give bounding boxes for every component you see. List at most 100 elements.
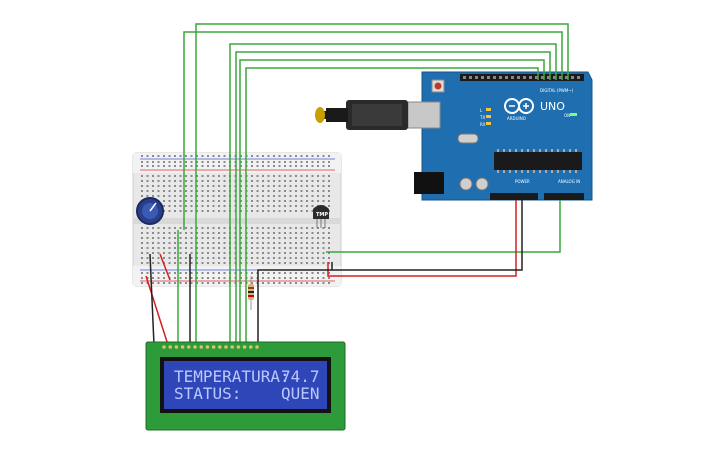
breadboard-hole <box>284 272 286 274</box>
chip-pin <box>575 149 577 152</box>
breadboard-hole <box>174 252 176 254</box>
breadboard-hole <box>295 180 297 182</box>
breadboard-hole <box>152 232 154 234</box>
chip-pin <box>563 149 565 152</box>
breadboard-hole <box>196 205 198 207</box>
breadboard-hole <box>179 237 182 239</box>
breadboard-hole <box>190 210 193 212</box>
breadboard-hole <box>163 185 165 187</box>
breadboard-hole <box>218 252 220 254</box>
breadboard-hole <box>168 247 171 249</box>
breadboard-hole <box>196 195 198 197</box>
breadboard-hole <box>278 195 281 197</box>
breadboard-hole <box>157 227 160 229</box>
breadboard-hole <box>284 282 286 284</box>
breadboard-hole <box>196 180 198 182</box>
breadboard-hole <box>300 165 303 167</box>
breadboard-hole <box>174 155 176 157</box>
breadboard-hole <box>273 232 275 234</box>
chip-pin <box>539 149 541 152</box>
breadboard-hole <box>185 210 187 212</box>
breadboard-hole <box>179 282 182 284</box>
breadboard-hole <box>174 210 176 212</box>
lcd-module: TEMPERATURA: 74.7 STATUS: QUEN <box>145 341 346 431</box>
breadboard-hole <box>190 227 193 229</box>
breadboard-hole <box>185 232 187 234</box>
breadboard-hole <box>273 210 275 212</box>
breadboard-hole <box>284 262 286 264</box>
breadboard-hole <box>328 161 330 163</box>
breadboard-hole <box>328 247 330 249</box>
breadboard-hole <box>317 232 319 234</box>
breadboard-hole <box>295 232 297 234</box>
breadboard-hole <box>289 247 292 249</box>
breadboard-hole <box>317 190 319 192</box>
breadboard-hole <box>212 175 215 177</box>
breadboard-hole <box>300 247 303 249</box>
led-rx <box>486 122 491 125</box>
breadboard-hole <box>201 242 204 244</box>
breadboard-hole <box>328 282 330 284</box>
breadboard-hole <box>218 232 220 234</box>
breadboard-hole <box>322 175 325 177</box>
breadboard-hole <box>223 155 226 157</box>
lcd-pin <box>180 345 185 349</box>
breadboard-hole <box>278 252 281 254</box>
breadboard-hole <box>218 247 220 249</box>
breadboard-hole <box>218 155 220 157</box>
breadboard-hole <box>190 165 193 167</box>
led-on-label: ON <box>564 113 570 118</box>
breadboard-hole <box>306 190 308 192</box>
breadboard-hole <box>306 175 308 177</box>
breadboard-hole <box>196 237 198 239</box>
header-pin <box>571 76 574 79</box>
breadboard-hole <box>311 257 314 259</box>
breadboard-hole <box>152 190 154 192</box>
breadboard-hole <box>300 200 303 202</box>
breadboard-hole <box>240 185 242 187</box>
breadboard-hole <box>174 165 176 167</box>
breadboard-hole <box>152 237 154 239</box>
breadboard-hole <box>185 185 187 187</box>
breadboard-hole <box>240 227 242 229</box>
breadboard-hole <box>278 242 281 244</box>
breadboard-hole <box>141 277 143 279</box>
breadboard-hole <box>218 180 220 182</box>
breadboard-hole <box>218 185 220 187</box>
breadboard-hole <box>300 175 303 177</box>
breadboard-hole <box>157 242 160 244</box>
breadboard-hole <box>284 237 286 239</box>
breadboard-hole <box>251 210 253 212</box>
breadboard-hole <box>317 227 319 229</box>
breadboard-hole <box>256 242 259 244</box>
breadboard-hole <box>146 232 149 234</box>
breadboard-hole <box>223 272 226 274</box>
arduino-logo <box>504 98 534 114</box>
breadboard-hole <box>328 252 330 254</box>
breadboard-hole <box>306 252 308 254</box>
breadboard-hole <box>185 262 187 264</box>
lcd-line1-label: TEMPERATURA: <box>174 367 290 386</box>
breadboard-hole <box>311 190 314 192</box>
breadboard-hole <box>284 232 286 234</box>
digital-header-label: DIGITAL (PWM~) <box>540 88 574 93</box>
breadboard-hole <box>190 205 193 207</box>
breadboard-hole <box>262 277 264 279</box>
breadboard-hole <box>284 190 286 192</box>
header-pin <box>499 76 502 79</box>
breadboard-hole <box>284 185 286 187</box>
breadboard-hole <box>212 161 215 163</box>
breadboard-hole <box>207 252 209 254</box>
breadboard-hole <box>179 272 182 274</box>
led-tx-label: TX <box>479 115 485 120</box>
breadboard-hole <box>141 262 143 264</box>
breadboard-hole <box>207 247 209 249</box>
breadboard-hole <box>289 180 292 182</box>
breadboard-hole <box>179 252 182 254</box>
breadboard-hole <box>163 200 165 202</box>
breadboard-hole <box>295 252 297 254</box>
breadboard-hole <box>273 262 275 264</box>
breadboard-hole <box>300 190 303 192</box>
breadboard-hole <box>163 190 165 192</box>
breadboard-hole <box>223 282 226 284</box>
